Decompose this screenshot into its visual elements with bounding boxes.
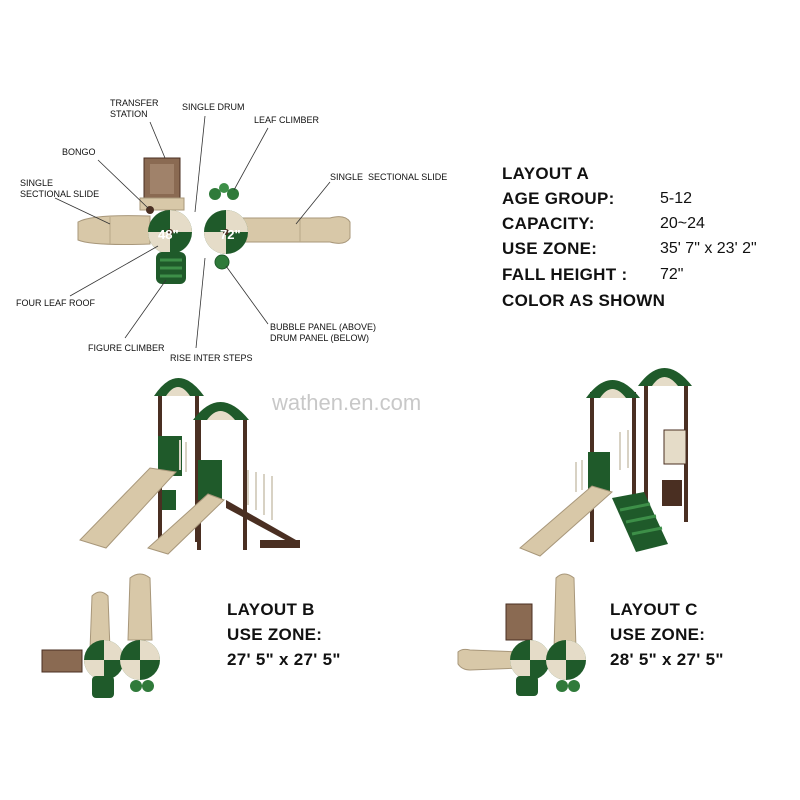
left-sectional-slide [77,215,151,245]
color-note: COLOR AS SHOWN [502,291,666,310]
layout-b-use-zone-label: USE ZONE: [227,625,323,644]
figure-climber [156,252,186,284]
layout-a-plan-view [54,115,351,349]
layout-c-roof-left [586,380,640,398]
layout-b-slide-1 [79,467,178,549]
left-four-leaf-roof [148,210,192,254]
spec-label-age-group: AGE GROUP: [502,189,615,208]
watermark: wathen.en.com [272,390,422,415]
deck-height-left: 48" [158,227,179,242]
layout-a-title: LAYOUT A [502,164,590,183]
bubble-panel [214,254,230,270]
spec-label-fall-height: FALL HEIGHT : [502,265,628,284]
layout-c-3d-view [519,368,692,557]
layout-c-use-zone-value: 28' 5" x 27' 5" [610,650,724,669]
callout-bongo: BONGO [62,147,96,157]
layout-b-roof-right [193,402,249,420]
callout-leaf-climber: LEAF CLIMBER [254,115,320,125]
layout-b-title: LAYOUT B [227,600,315,619]
spec-value-age-group: 5-12 [660,190,693,207]
callout-single-sectional-slide-left: SINGLE SECTIONAL SLIDE [20,178,100,199]
layout-b-roof-left [154,378,204,396]
spec-value-fall-height: 72" [660,266,684,283]
deck-height-right: 72" [220,227,241,242]
callout-bubble-drum-panel: BUBBLE PANEL (ABOVE) DRUM PANEL (BELOW) [270,322,377,343]
layout-c-title: LAYOUT C [610,600,698,619]
callout-figure-climber: FIGURE CLIMBER [88,343,165,353]
layout-c-use-zone-label: USE ZONE: [610,625,706,644]
layout-c-slide [519,485,614,557]
callout-transfer-station: TRANSFER STATION [110,98,159,119]
layout-c-roof-right [638,368,692,386]
layout-c-figure-climber [612,492,668,552]
callout-four-leaf-roof: FOUR LEAF ROOF [16,298,96,308]
layout-b-slide-2 [147,493,225,555]
layout-b-use-zone-value: 27' 5" x 27' 5" [227,650,341,669]
layout-c-plan-slide-up [553,573,577,651]
callout-single-sectional-slide-right: SINGLE SECTIONAL SLIDE [330,172,448,182]
spec-label-capacity: CAPACITY: [502,214,595,233]
layout-c-plan-view [457,573,586,696]
spec-label-use-zone: USE ZONE: [502,239,598,258]
spec-value-use-zone: 35' 7" x 23' 2" [660,240,757,257]
callout-single-drum: SINGLE DRUM [182,102,245,112]
leaf-climber [209,183,239,200]
spec-value-capacity: 20~24 [660,215,705,232]
right-four-leaf-roof [204,210,248,254]
layout-b-plan-view [41,573,160,698]
layout-b-plan-slide-right [127,573,153,641]
right-sectional-slide [239,216,351,244]
layout-b-3d-view [79,378,300,555]
callout-rise-inter-steps: RISE INTER STEPS [170,353,253,363]
callout-leaders [54,115,331,349]
